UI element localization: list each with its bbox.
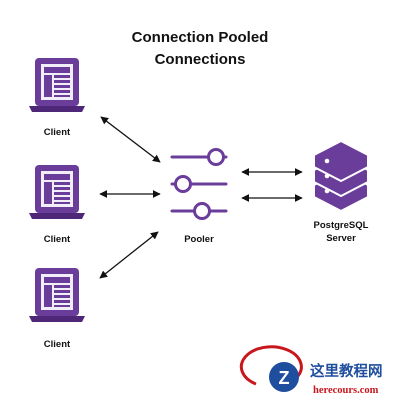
laptop-icon: [29, 268, 85, 322]
slider-controls-icon: [170, 148, 228, 220]
arrow-client3-pooler: [99, 231, 159, 279]
arrow-client1-pooler: [100, 116, 161, 163]
client-node-2: Client: [29, 165, 85, 245]
watermark: Z 这里教程网 herecours.com: [239, 345, 383, 396]
client-label: Client: [44, 234, 71, 245]
server-label-line2: Server: [326, 233, 356, 244]
laptop-icon: [29, 165, 85, 219]
z-logo-icon: Z: [239, 345, 303, 392]
diagram-title-line2: Connections: [155, 51, 246, 68]
client-node-3: Client: [29, 268, 85, 350]
server-label-line1: PostgreSQL: [314, 220, 369, 231]
client-label: Client: [44, 339, 71, 350]
pooler-label: Pooler: [184, 234, 214, 245]
pooler-node: Pooler: [170, 148, 228, 245]
watermark-en-text: herecours.com: [313, 385, 379, 396]
laptop-icon: [29, 58, 85, 112]
server-node: PostgreSQL Server: [313, 139, 369, 244]
client-node-1: Client: [29, 58, 85, 138]
diagram-title-line1: Connection Pooled: [132, 29, 269, 46]
watermark-cn-text: 这里教程网: [310, 362, 383, 380]
svg-text:Z: Z: [279, 368, 290, 388]
client-label: Client: [44, 127, 71, 138]
database-stack-icon: [313, 139, 369, 213]
